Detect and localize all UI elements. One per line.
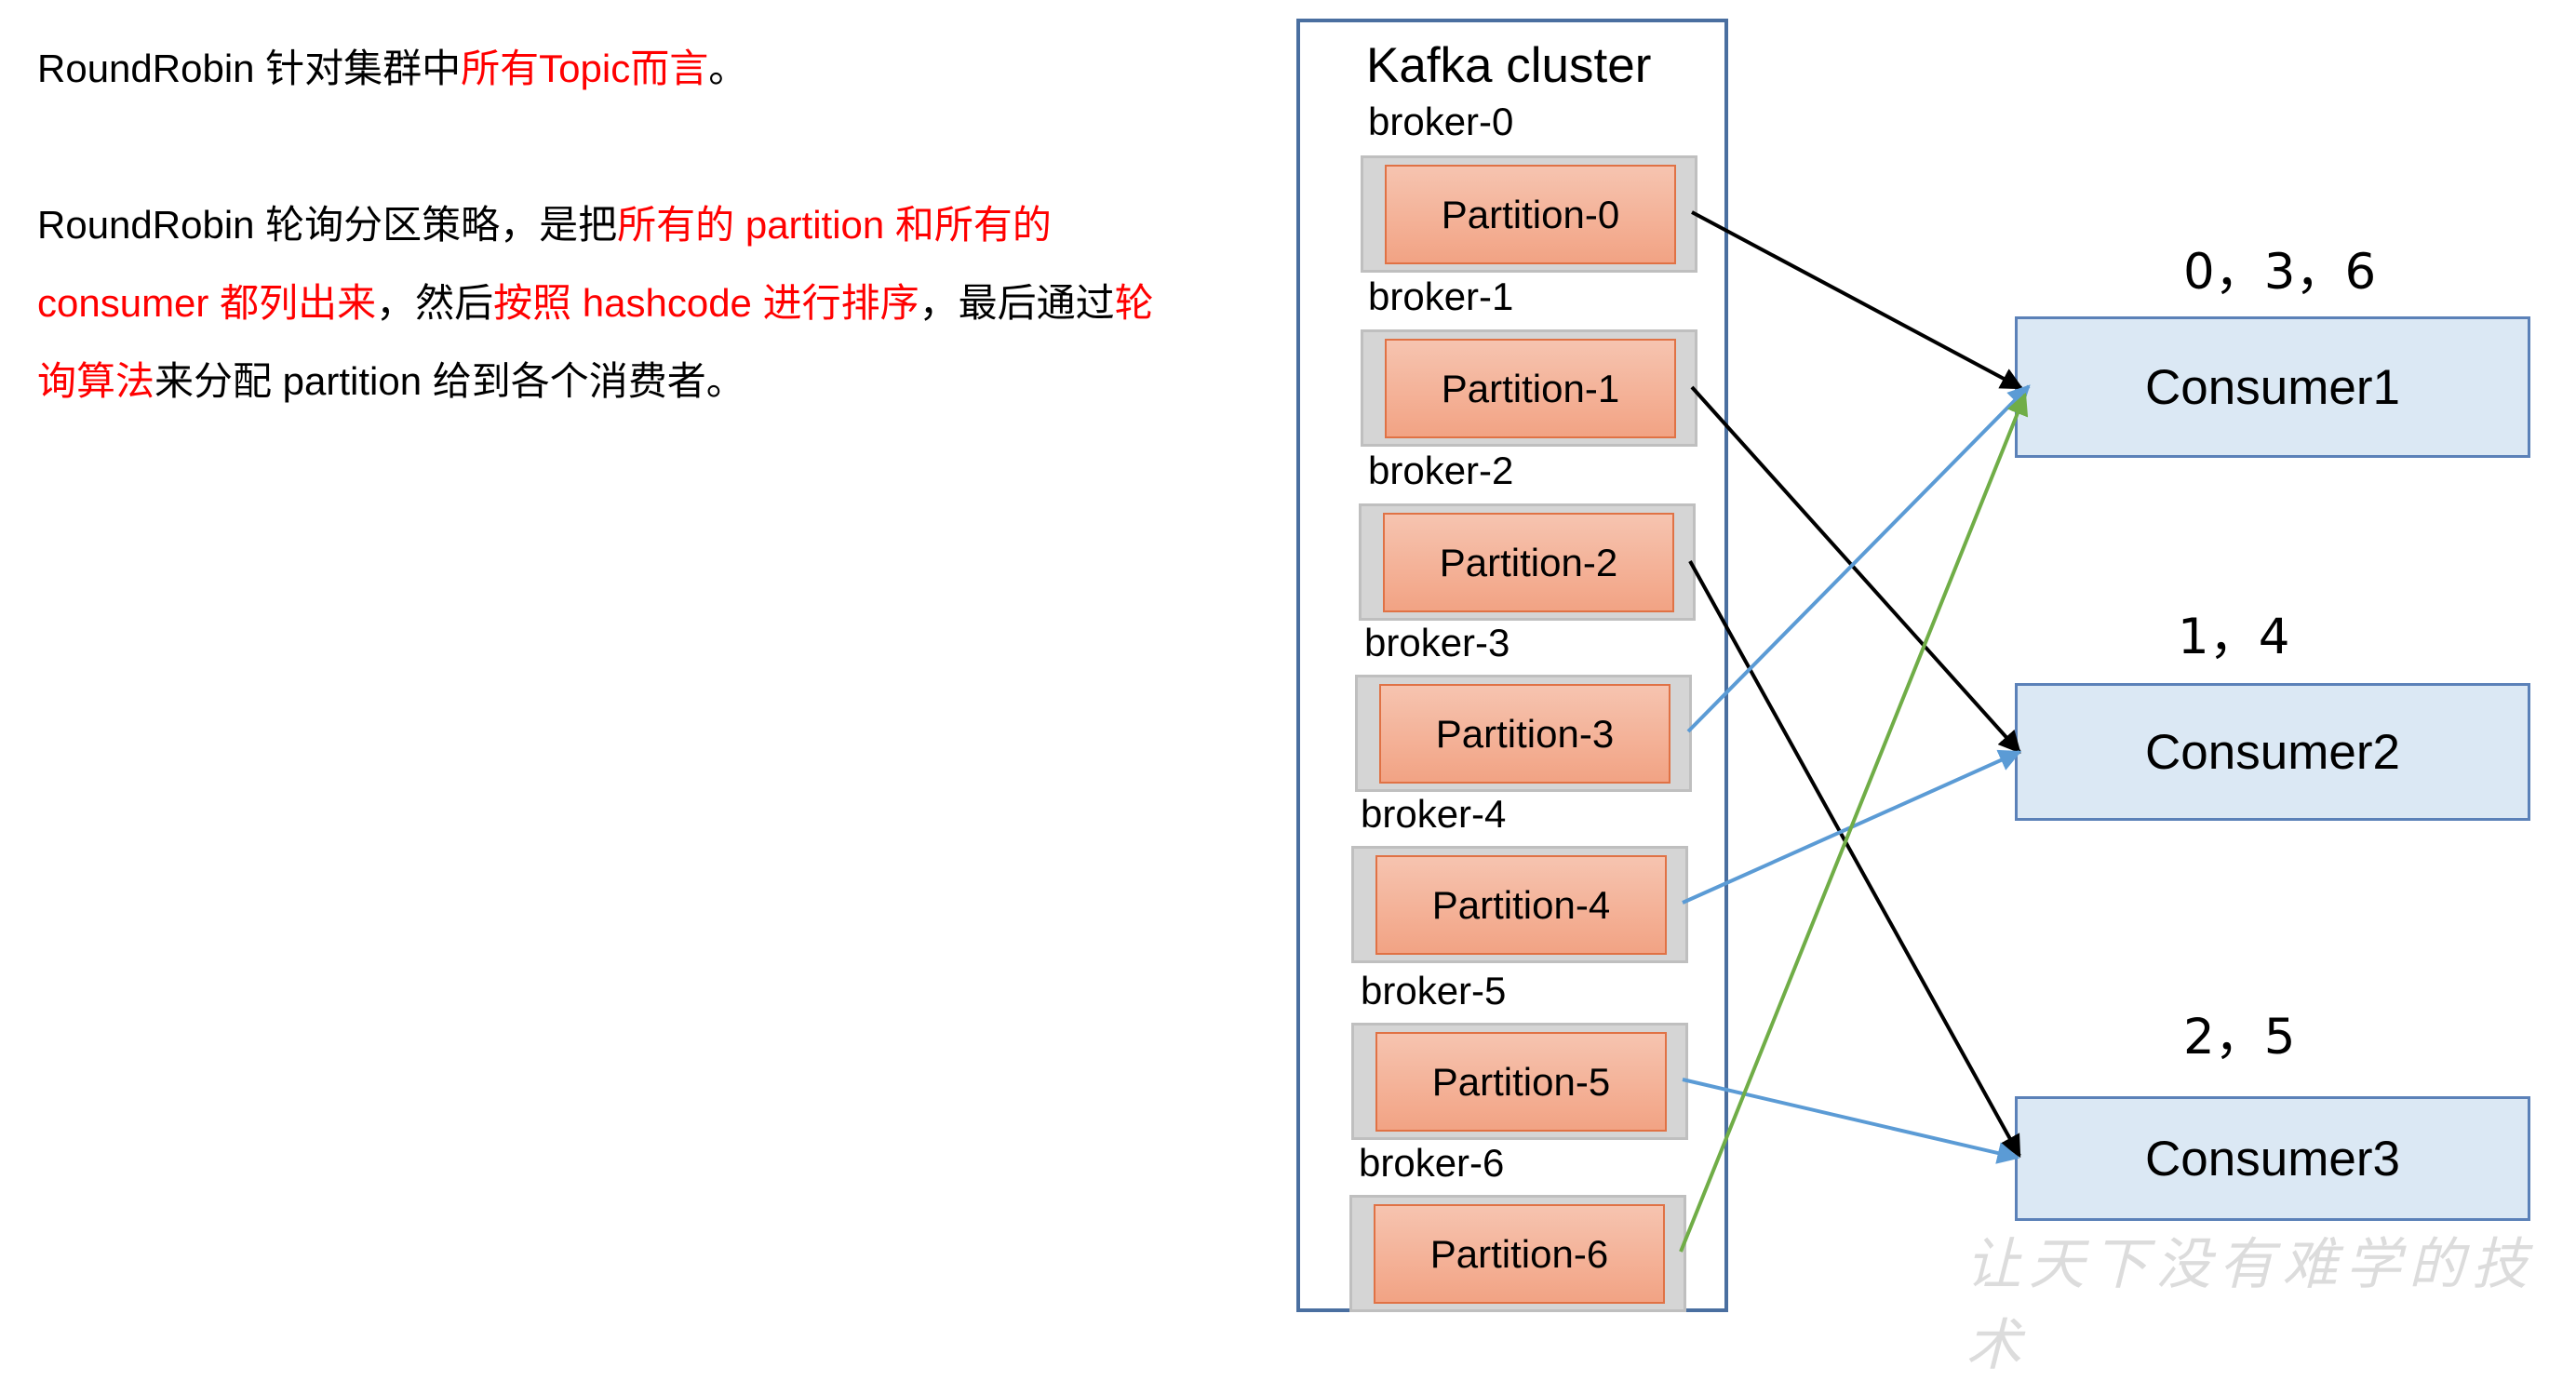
- line1-segment-2: 。: [708, 47, 748, 90]
- para2-segment-0: RoundRobin 轮询分区策略，是把: [37, 203, 618, 247]
- arrow-partition-2-to-consumer-3: [1688, 560, 2021, 1159]
- cluster-title: Kafka cluster: [1366, 38, 1652, 93]
- partition-0: Partition-0: [1385, 165, 1676, 264]
- consumer1-assigned: 0，3，6: [2183, 244, 2377, 301]
- partition-2: Partition-2: [1383, 513, 1674, 612]
- para2-segment-4: ，最后通过: [919, 281, 1115, 325]
- arrow-partition-6-to-consumer-1: [1679, 392, 2029, 1253]
- partition-1: Partition-1: [1385, 339, 1676, 438]
- assignment-arrows: [1679, 210, 2031, 1253]
- arrow-partition-1-to-consumer-2: [1690, 385, 2021, 754]
- partition-3: Partition-3: [1379, 684, 1670, 784]
- arrow-partition-3-to-consumer-1: [1686, 384, 2031, 733]
- broker-0-label: broker-0: [1368, 100, 1514, 143]
- consumer2-box: Consumer2: [2015, 683, 2530, 821]
- watermark-text: 让天下没有难学的技术: [1966, 1232, 2535, 1378]
- broker-5-label: broker-5: [1361, 969, 1507, 1012]
- consumer3-assigned: 2，5: [2183, 1009, 2296, 1066]
- para2-segment-5: 轮询算法: [37, 281, 1154, 403]
- line1-segment-0: RoundRobin 针对集群中: [37, 47, 462, 90]
- broker-3-box: Partition-3: [1355, 675, 1692, 792]
- broker-6-box: Partition-6: [1349, 1195, 1686, 1312]
- para2-segment-2: ，然后: [376, 281, 494, 325]
- description-paragraph-2: RoundRobin 轮询分区策略，是把所有的 partition 和所有的 c…: [37, 186, 1191, 421]
- broker-2-box: Partition-2: [1359, 503, 1696, 621]
- partition-4: Partition-4: [1375, 855, 1667, 955]
- broker-1-label: broker-1: [1368, 275, 1514, 318]
- broker-3-label: broker-3: [1364, 621, 1510, 664]
- broker-1-box: Partition-1: [1361, 329, 1697, 447]
- description-line-1: RoundRobin 针对集群中所有Topic而言。: [37, 30, 747, 108]
- para2-segment-6: 来分配 partition 给到各个消费者。: [154, 359, 745, 403]
- broker-2-label: broker-2: [1368, 449, 1514, 492]
- consumer2-assigned: 1，4: [2178, 609, 2290, 665]
- broker-6-label: broker-6: [1359, 1141, 1505, 1185]
- broker-0-box: Partition-0: [1361, 155, 1697, 273]
- para2-segment-1: 所有的 partition 和所有的 consumer 都列出来: [37, 203, 1052, 325]
- broker-4-label: broker-4: [1361, 792, 1507, 836]
- para2-segment-3: 按照 hashcode 进行排序: [493, 281, 919, 325]
- consumer3-box: Consumer3: [2015, 1096, 2530, 1221]
- consumer1-box: Consumer1: [2015, 316, 2530, 458]
- partition-5: Partition-5: [1375, 1032, 1667, 1132]
- arrow-partition-0-to-consumer-1: [1691, 210, 2024, 390]
- arrow-partition-5-to-consumer-3: [1682, 1078, 2020, 1164]
- partition-6: Partition-6: [1374, 1204, 1665, 1304]
- line1-segment-1: 所有Topic而言: [461, 47, 709, 90]
- broker-4-box: Partition-4: [1351, 846, 1688, 963]
